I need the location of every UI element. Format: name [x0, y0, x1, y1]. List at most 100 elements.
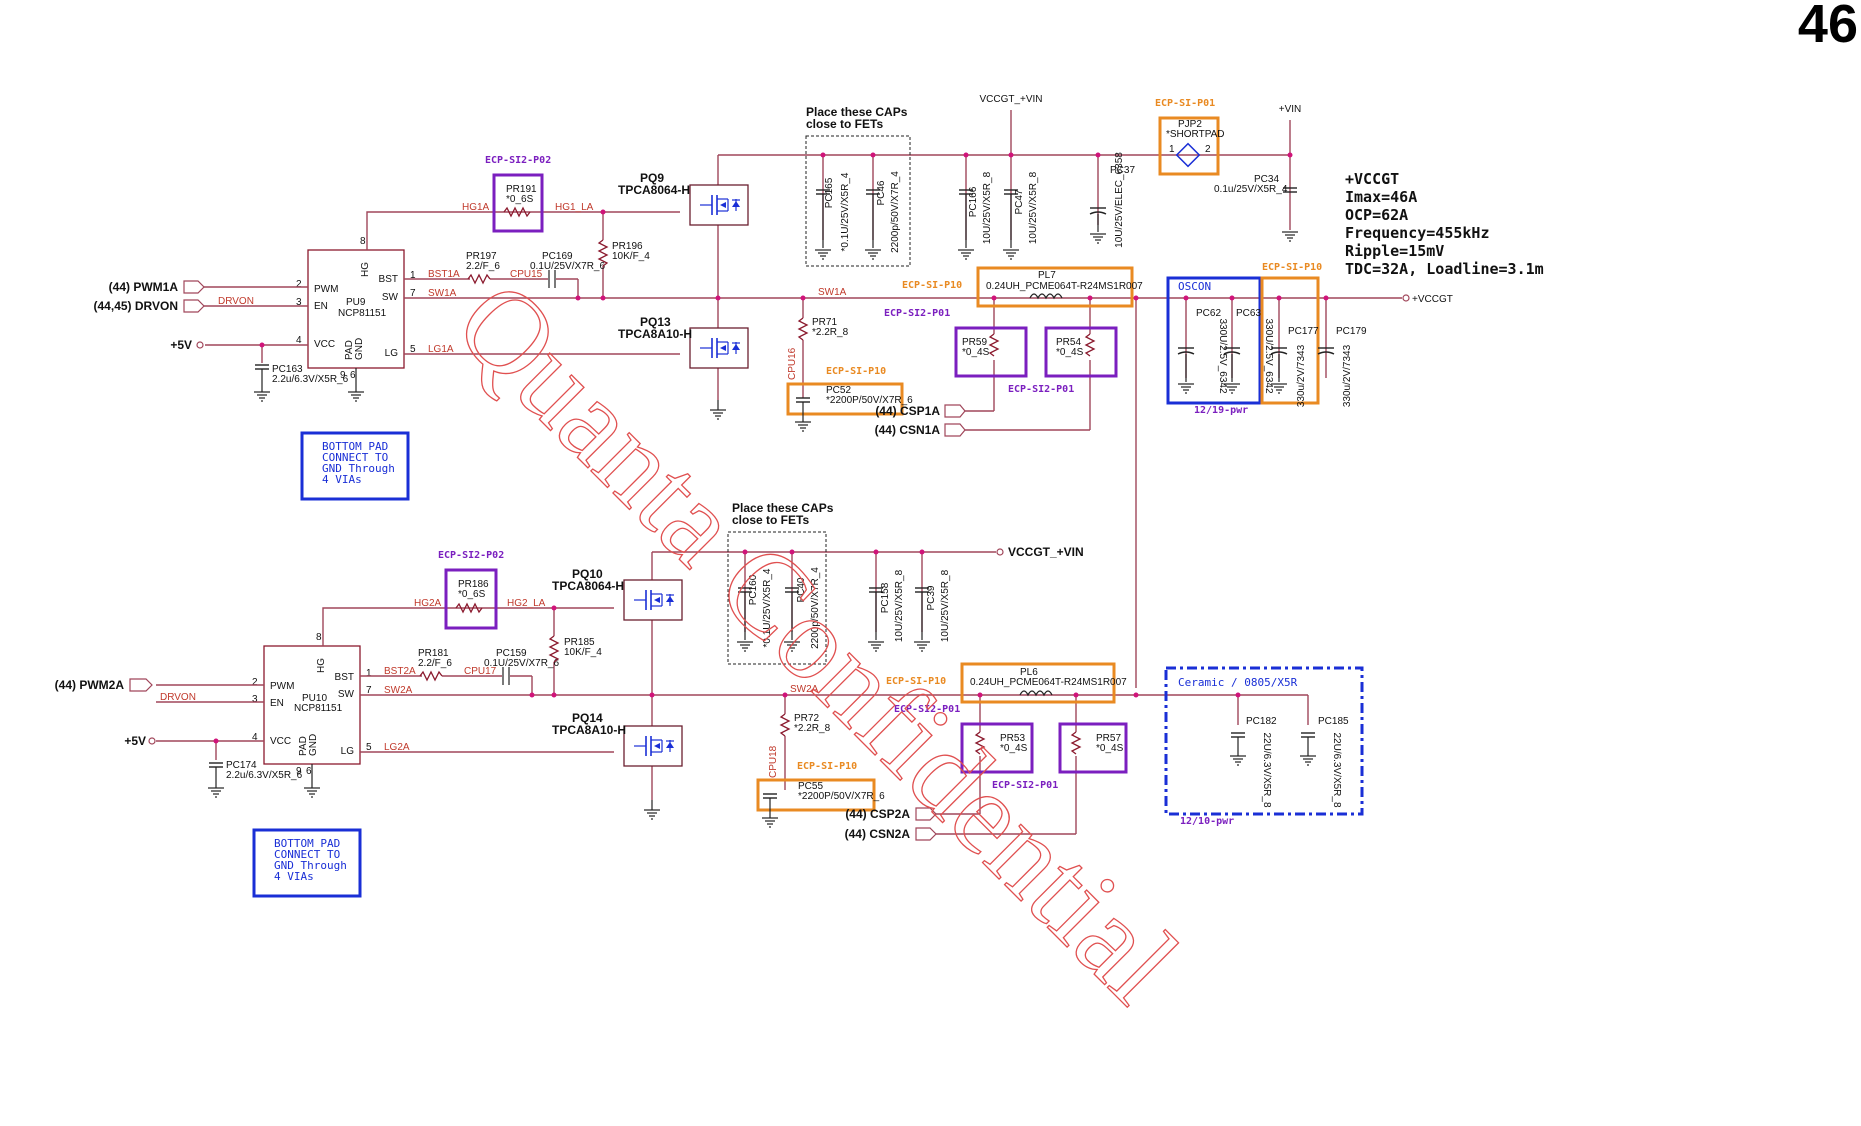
pc169-val: 0.1U/25V/X7R_6 — [530, 261, 605, 272]
net-hg2a: HG2A — [414, 598, 442, 609]
pc174-ref: PC174 — [226, 760, 257, 771]
ceramic-label: Ceramic / 0805/X5R — [1178, 676, 1298, 689]
spec-ripple: Ripple=15mV — [1345, 242, 1444, 260]
pin-pwm-2: PWM — [270, 681, 294, 692]
page-number: 46 — [1798, 0, 1858, 54]
pr197-val: 2.2/F_6 — [466, 261, 500, 272]
pin-gnd-2: GND — [308, 734, 319, 756]
pin-num: 9 — [296, 766, 302, 777]
pc185-ref: PC185 — [1318, 716, 1349, 727]
pin-num: 2 — [252, 677, 258, 688]
pq14-part: TPCA8A10-H — [552, 723, 626, 737]
pq10-ref: PQ10 — [572, 567, 603, 581]
oscon-date: 12/19-pwr — [1194, 405, 1248, 416]
net-sw2a: SW2A — [384, 685, 413, 696]
pc34-ref: PC34 — [1254, 174, 1279, 185]
pr57-ref: PR57 — [1096, 733, 1121, 744]
pq9-part: TPCA8064-H — [618, 183, 690, 197]
port-csn1a: (44) CSN1A — [875, 423, 941, 437]
pjp2-pin1: 1 — [1169, 144, 1175, 155]
pc182-ref: PC182 — [1246, 716, 1277, 727]
oscon-label: OSCON — [1178, 280, 1211, 293]
net-hg1-la: HG1_LA — [555, 202, 594, 213]
pc47-ref: PC47 — [1014, 189, 1025, 214]
pin-hg-2: HG — [316, 658, 327, 673]
watermark: Quanta Confidential — [432, 256, 1204, 1028]
pr196-val: 10K/F_4 — [612, 251, 650, 262]
spec-rail: +VCCGT — [1345, 170, 1399, 188]
pr191-ref: PR191 — [506, 184, 537, 195]
net-cpu18: CPU18 — [768, 745, 779, 778]
pin-pad-2: PAD — [298, 736, 309, 756]
pr54-ref: PR54 — [1056, 337, 1081, 348]
pq13-ref: PQ13 — [640, 315, 671, 329]
spec-tdc-loadline: TDC=32A, Loadline=3.1m — [1345, 260, 1544, 278]
pr196-ref: PR196 — [612, 241, 643, 252]
pin-num: 6 — [350, 370, 356, 381]
rail-5v-2: +5V — [124, 734, 146, 748]
note-bottom-pad-2c: GND Through — [274, 859, 347, 872]
pin-num: 5 — [366, 742, 372, 753]
pc158-val: 10U/25V/X5R_8 — [894, 569, 905, 642]
pc163-ref: PC163 — [272, 364, 303, 375]
pr185-val: 10K/F_4 — [564, 647, 602, 658]
rail-vccgt: +VCCGT — [1412, 294, 1453, 305]
phase-1-circuit: HG BST SW LG PWM EN VCC PU9 NCP81151 PAD… — [94, 94, 1453, 688]
pr59-ref: PR59 — [962, 337, 987, 348]
net-sw1a-out: SW1A — [818, 287, 847, 298]
pc63-val: 330U/2.5V_6342 — [1263, 318, 1274, 394]
pc63-ref: PC63 — [1236, 308, 1261, 319]
phase-2-circuit: HG BST SW LG PWM EN VCC PU10 NCP81151 PA… — [55, 501, 1364, 898]
pc165-ref: PC165 — [824, 177, 835, 208]
pin-pad: PAD — [344, 340, 355, 360]
pr53-val: *0_4S — [1000, 743, 1028, 754]
pin-num: 8 — [316, 632, 322, 643]
pc47-val: 10U/25V/X5R_8 — [1028, 171, 1039, 244]
pc163-val: 2.2u/6.3V/X5R_6 — [272, 374, 349, 385]
mosfet-pq13 — [689, 327, 749, 369]
pin-sw-2: SW — [338, 689, 355, 700]
ic-ref-pu10: PU10 — [302, 693, 327, 704]
pc37-ref: PC37 — [1110, 165, 1135, 176]
pjp2-pin2: 2 — [1205, 144, 1211, 155]
pl6-ref: PL6 — [1020, 667, 1038, 678]
pc62-ref: PC62 — [1196, 308, 1221, 319]
pl7-val: 0.24UH_PCME064T-R24MS1R007 — [986, 281, 1143, 292]
pc46-val: 2200p/50V/X7R_4 — [890, 171, 901, 253]
rail-vccgt-vin-1: VCCGT_+VIN — [979, 94, 1042, 105]
pin-en: EN — [314, 301, 328, 312]
pin-num: 4 — [252, 732, 258, 743]
pc40-val: 2200p/50V/X7R_4 — [810, 567, 821, 649]
pr57-val: *0_4S — [1096, 743, 1124, 754]
net-drvon-2: DRVON — [160, 692, 196, 703]
pc160-val: *0.1U/25V/X5R_4 — [762, 568, 773, 647]
pin-num: 4 — [296, 335, 302, 346]
pc158-ref: PC158 — [880, 582, 891, 613]
pjp2-ref: PJP2 — [1178, 119, 1202, 130]
pc39-val: 10U/25V/X5R_8 — [940, 569, 951, 642]
spec-list: +VCCGT Imax=46A OCP=62A Frequency=455kHz… — [1345, 170, 1544, 278]
pin-bst-2: BST — [335, 672, 354, 683]
tag-ecp-si2-p01-b: ECP-SI2-P01 — [1008, 384, 1074, 395]
pc165-val: *0.1U/25V/X5R_4 — [840, 172, 851, 251]
ic-part-pu9: NCP81151 — [338, 308, 387, 319]
pin-vcc: VCC — [314, 339, 335, 350]
pc160-ref: PC160 — [748, 574, 759, 605]
ceramic-date: 12/10-pwr — [1180, 816, 1234, 827]
pq14-ref: PQ14 — [572, 711, 603, 725]
rail-vccgt-vin-2: VCCGT_+VIN — [1008, 545, 1084, 559]
note-place-caps-2: close to FETs — [806, 117, 883, 131]
pin-num: 7 — [410, 288, 416, 299]
pc52-val: *2200P/50V/X7R_6 — [826, 395, 913, 406]
pin-en-2: EN — [270, 698, 284, 709]
port-pwm1a: (44) PWM1A — [109, 280, 179, 294]
pin-num: 3 — [252, 694, 258, 705]
mosfet-pq14 — [623, 725, 683, 767]
pr72-val: *2.2R_8 — [794, 723, 831, 734]
pin-hg: HG — [360, 262, 371, 277]
spec-ocp: OCP=62A — [1345, 206, 1408, 224]
tag-ecp-si2-p01-2: ECP-SI2-P01 — [894, 704, 960, 715]
note-bottom-pad-2a: BOTTOM PAD — [274, 837, 340, 850]
pc55-val: *2200P/50V/X7R_6 — [798, 791, 885, 802]
tag-ecp-si2-p02: ECP-SI2-P02 — [485, 155, 551, 166]
